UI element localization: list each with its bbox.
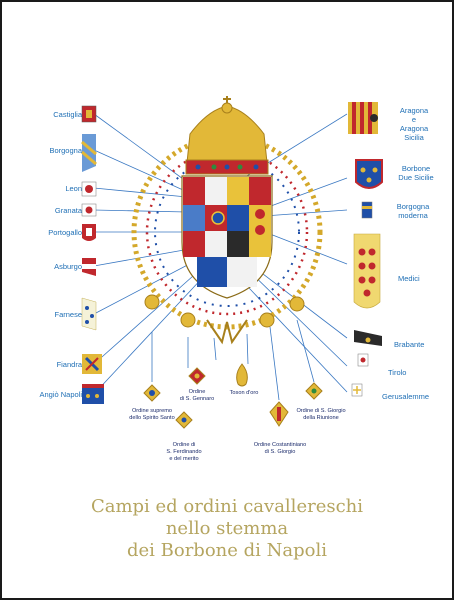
label-fiandra: Fiandra <box>56 360 82 369</box>
title-line-1: Campi ed ordini cavallereschi <box>90 496 364 517</box>
borbone-due-sicilie-icon <box>355 159 383 189</box>
right-field-icons <box>348 102 383 397</box>
label-tirolo: Tirolo <box>388 368 407 377</box>
label-medici: Medici <box>398 274 420 283</box>
borgogna-moderna-icon <box>361 201 373 219</box>
left-field-icons <box>81 105 104 404</box>
label-leon: Leon <box>65 184 82 193</box>
label-farnese: Farnese <box>54 310 82 319</box>
title-line-2: nello stemma <box>165 518 289 539</box>
toson-doro-badge <box>236 363 248 387</box>
label-aragona-sicilia: Aragona e Aragona Sicilia <box>399 106 429 142</box>
central-shield <box>181 175 273 299</box>
label-borgogna: Borgogna <box>49 146 82 155</box>
label-borgogna-moderna: Borgogna moderna <box>396 202 430 220</box>
title-line-3: dei Borbone di Napoli <box>126 540 327 561</box>
medici-icon <box>353 233 381 309</box>
caption-s-ferdinando: Ordine di S. Ferdinando e del merito <box>166 442 202 462</box>
caption-s-gennaro: Ordine di S. Gennaro <box>179 389 215 402</box>
royal-crown <box>185 96 269 175</box>
label-brabante: Brabante <box>394 340 425 349</box>
caption-toson-doro: Toson d'oro <box>229 390 259 396</box>
label-granata: Granata <box>54 206 82 215</box>
ring-pendants <box>144 294 305 345</box>
label-borbone-due-sicilie: Borbone Due Sicilie <box>398 164 434 182</box>
caption-costantiniano: Ordine Costantiniano di S. Giorgio <box>253 442 307 455</box>
farnese-icon <box>81 297 97 331</box>
caption-s-giorgio-riunione: Ordine di S. Giorgio della Riunione <box>296 408 346 421</box>
label-castiglia: Castiglia <box>53 110 82 119</box>
angio-napoli-icon <box>82 384 104 404</box>
caption-spirito-santo: Ordine supremo dello Spirito Santo <box>129 408 175 421</box>
label-asburgo: Asburgo <box>54 262 82 271</box>
order-badges <box>143 363 323 429</box>
label-portogallo: Portogallo <box>48 228 82 237</box>
label-angio-napoli: Angiò Napoli <box>39 390 82 399</box>
label-gerusalemme: Gerusalemme <box>382 392 430 401</box>
